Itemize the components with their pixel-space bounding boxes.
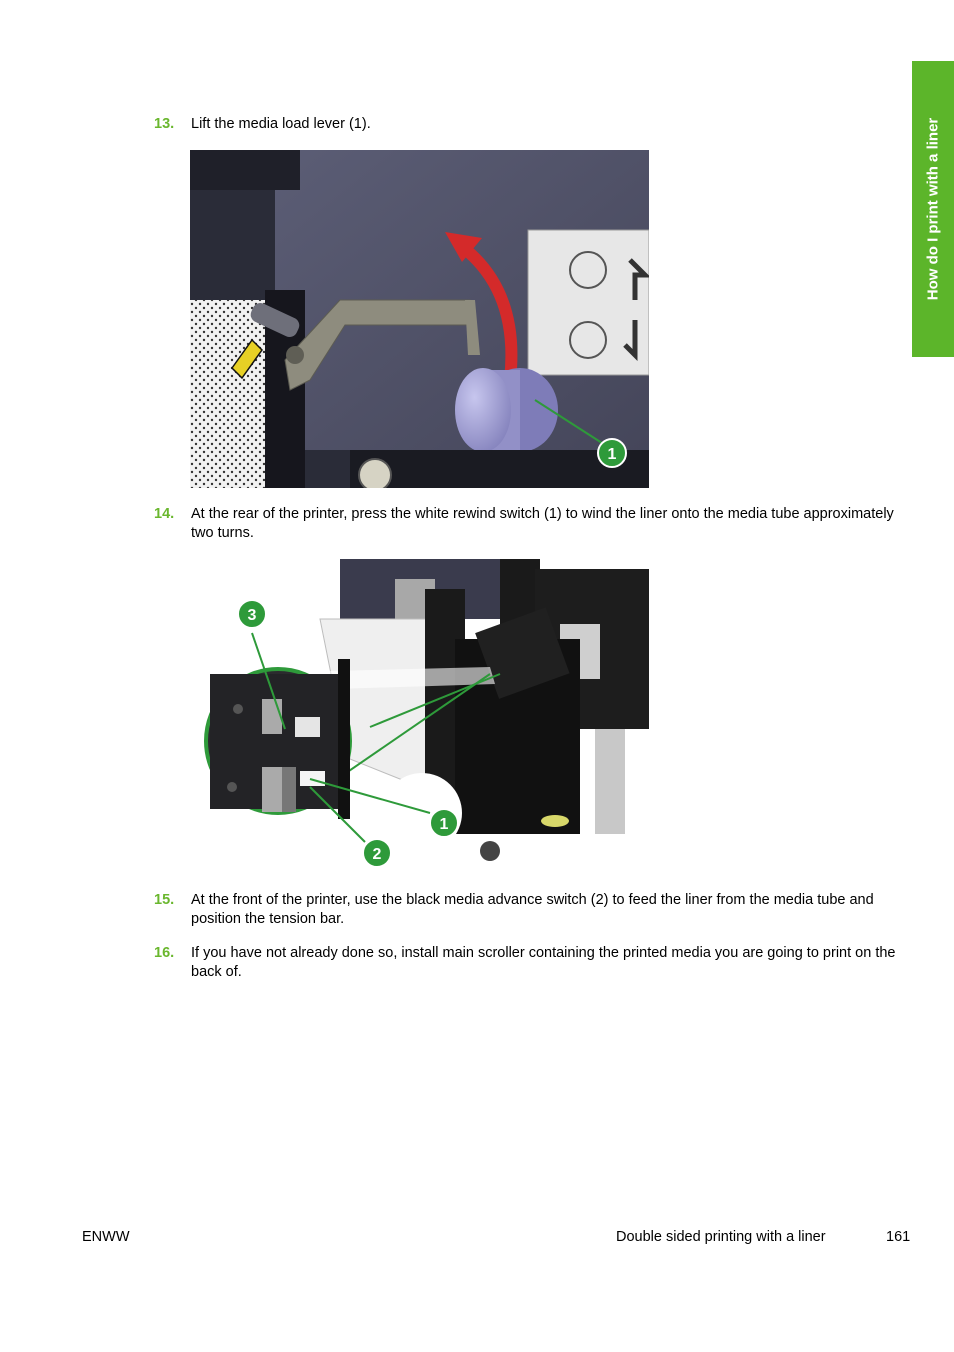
figure2-callout-1: 1 bbox=[440, 816, 449, 833]
footer-left: ENWW bbox=[82, 1229, 130, 1245]
figure2-callout-2: 2 bbox=[373, 846, 382, 863]
figure1-callout-1: 1 bbox=[608, 446, 617, 463]
step-number: 15. bbox=[154, 892, 175, 908]
step-text: At the rear of the printer, press the wh… bbox=[191, 506, 894, 541]
figure-media-load-lever: 1 bbox=[190, 150, 649, 488]
footer-page-number: 161 bbox=[886, 1229, 911, 1245]
step-number: 16. bbox=[154, 945, 175, 961]
step-number: 13. bbox=[154, 116, 175, 132]
section-side-tab: How do I print with a liner bbox=[912, 61, 954, 357]
step-number: 14. bbox=[154, 506, 175, 522]
figure-rewind-switch: 3 1 2 bbox=[190, 559, 649, 873]
footer-section-title: Double sided printing with a liner bbox=[616, 1229, 826, 1245]
step-text: If you have not already done so, install… bbox=[191, 945, 896, 980]
step-text: At the front of the printer, use the bla… bbox=[191, 892, 874, 927]
figure2-callout-3: 3 bbox=[248, 607, 257, 624]
section-side-tab-label: How do I print with a liner bbox=[924, 117, 942, 301]
step-text: Lift the media load lever (1). bbox=[191, 116, 371, 132]
